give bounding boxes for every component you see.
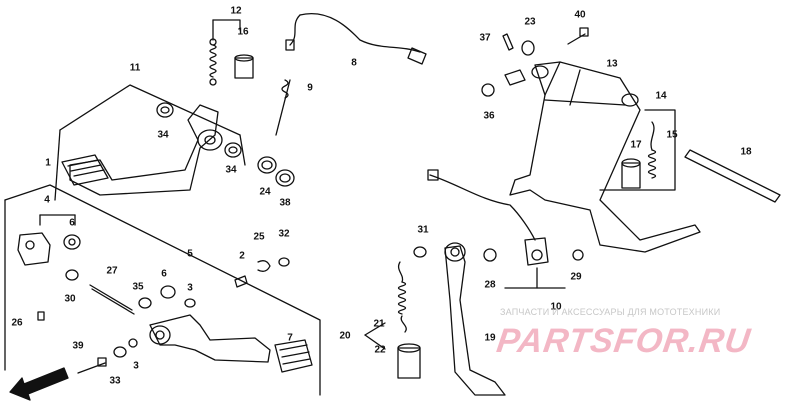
callout-7: 7 [287, 332, 293, 344]
stand-switch-cable [427, 169, 584, 289]
callout-34-a: 34 [157, 129, 169, 141]
side-stand-assembly [364, 242, 506, 396]
washer-34-lower [224, 142, 242, 158]
bolt-31 [413, 246, 427, 258]
callout-4: 4 [44, 194, 50, 206]
bolt-6-lower [160, 285, 176, 299]
callout-6-a: 6 [69, 217, 75, 229]
callout-6-b: 6 [161, 268, 167, 280]
washer-33 [113, 346, 127, 358]
callout-3-b: 3 [133, 360, 139, 372]
nut-30 [65, 269, 79, 281]
brake-pedal-assembly [54, 84, 295, 201]
bolt-26 [37, 311, 45, 321]
callout-9: 9 [307, 82, 313, 94]
shift-rubber-7 [274, 339, 313, 373]
collar-17 [621, 162, 641, 189]
callout-13: 13 [606, 58, 618, 70]
callout-16: 16 [237, 26, 249, 38]
pin-37 [502, 33, 514, 51]
collar-23 [521, 40, 535, 56]
callout-27: 27 [106, 265, 118, 277]
bolt-35 [138, 297, 152, 309]
callout-8: 8 [351, 57, 357, 69]
callout-38: 38 [279, 197, 291, 209]
shaft-18 [684, 149, 781, 203]
shift-pedal-frame [4, 184, 321, 396]
shift-joint-4 [17, 232, 51, 266]
bracket-frame-1 [4, 184, 321, 396]
callout-29: 29 [570, 271, 582, 283]
callout-25: 25 [253, 231, 265, 243]
callout-12: 12 [230, 5, 242, 17]
bracket-line-11 [59, 84, 241, 136]
switch-body [524, 237, 549, 266]
shift-pedal [149, 314, 271, 363]
spring-12 [209, 44, 217, 78]
callout-26: 26 [11, 317, 23, 329]
cable-8 [299, 13, 421, 53]
callout-20: 20 [339, 330, 351, 342]
callout-24: 24 [259, 186, 271, 198]
collar-16 [234, 57, 254, 79]
brake-pedal-pad [61, 154, 109, 186]
washer-3-upper [184, 298, 196, 308]
callout-18: 18 [740, 146, 752, 158]
main-stand-13 [509, 61, 701, 253]
callout-15: 15 [666, 129, 678, 141]
switch-cable-10 [429, 174, 536, 241]
callout-31: 31 [417, 224, 429, 236]
callout-33: 33 [109, 375, 121, 387]
callout-28: 28 [484, 279, 496, 291]
callout-30: 30 [64, 293, 76, 305]
pin-2 [234, 275, 248, 288]
callout-2: 2 [239, 250, 245, 262]
callout-19: 19 [484, 332, 496, 344]
main-stand-assembly [481, 27, 781, 253]
callout-22: 22 [374, 344, 386, 356]
rod-9 [275, 79, 291, 136]
callout-3-a: 3 [187, 282, 193, 294]
bolt-29 [572, 249, 584, 261]
callout-14: 14 [655, 90, 667, 102]
brake-cable-group [275, 13, 427, 136]
callout-23: 23 [524, 16, 536, 28]
collar-22 [397, 347, 421, 379]
callout-17: 17 [630, 139, 642, 151]
callout-1: 1 [45, 157, 51, 169]
callout-10: 10 [550, 301, 562, 313]
spring-15 [647, 149, 657, 179]
callout-40: 40 [574, 9, 586, 21]
return-spring-assembly [209, 19, 254, 86]
watermark-brand: PARTSFOR.RU [494, 322, 754, 360]
nut-32 [278, 257, 290, 267]
bolt-39 [77, 362, 106, 374]
collar-38 [275, 169, 295, 187]
callout-11: 11 [129, 62, 141, 74]
bolt-6-upper [63, 234, 81, 250]
spring-21 [397, 261, 404, 283]
callout-37: 37 [479, 32, 491, 44]
seal-24 [257, 156, 277, 174]
side-stand-19 [444, 245, 506, 396]
callout-36: 36 [483, 110, 495, 122]
callout-32: 32 [278, 228, 290, 240]
front-direction-arrow [9, 367, 69, 401]
clip-25 [257, 260, 271, 272]
watermark-caption: ЗАПЧАСТИ И АКСЕССУАРЫ ДЛЯ МОТОТЕХНИКИ [500, 307, 721, 317]
bolt-28 [483, 248, 497, 262]
brake-pedal [69, 104, 219, 196]
callout-5: 5 [187, 248, 193, 260]
callout-21: 21 [373, 318, 385, 330]
nut-36 [481, 83, 495, 97]
washer-34-upper [156, 102, 174, 118]
tie-rod-27 [89, 284, 133, 311]
washer-3-lower [128, 338, 138, 348]
callout-35: 35 [132, 281, 144, 293]
callout-39: 39 [72, 340, 84, 352]
callout-34-b: 34 [225, 164, 237, 176]
